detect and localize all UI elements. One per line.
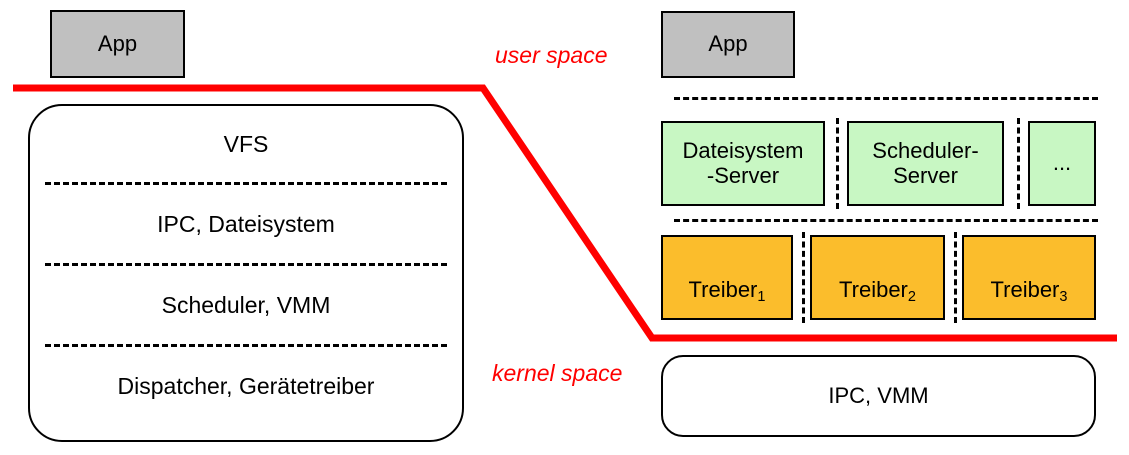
user-space-label: user space [495, 42, 608, 68]
driver-box-3-index: 3 [1059, 288, 1068, 305]
driver-box-1-label: Treiber1 [688, 276, 766, 305]
server-divider-1 [836, 118, 839, 209]
driver-divider-2 [954, 232, 957, 323]
server-box-more: ... [1028, 121, 1096, 206]
server-layer-top-divider [674, 97, 1098, 100]
kernel-layer-ipc-fs-label: IPC, Dateisystem [157, 210, 335, 237]
left-app-box: App [50, 10, 185, 78]
driver-box-1-index: 1 [757, 288, 766, 305]
kernel-layer-dispatcher-drivers-label: Dispatcher, Gerätetreiber [117, 372, 375, 399]
kernel-divider-3 [45, 344, 447, 347]
kernel-layer-vfs: VFS [28, 104, 464, 184]
driver-box-3: Treiber3 [962, 235, 1096, 320]
driver-box-2-label: Treiber2 [839, 276, 916, 305]
server-divider-2 [1017, 118, 1020, 209]
server-box-scheduler: Scheduler- Server [847, 121, 1004, 206]
right-app-box: App [661, 11, 795, 78]
server-box-filesystem: Dateisystem -Server [661, 121, 825, 206]
kernel-layer-vfs-label: VFS [223, 130, 269, 157]
kernel-layer-scheduler-vmm: Scheduler, VMM [28, 265, 464, 345]
kernel-layer-ipc-fs: IPC, Dateisystem [28, 184, 464, 264]
microkernel-box: IPC, VMM [661, 355, 1096, 437]
driver-box-1: Treiber1 [661, 235, 793, 320]
driver-box-2-index: 2 [907, 288, 916, 305]
kernel-space-label: kernel space [492, 360, 623, 386]
kernel-layer-dispatcher-drivers: Dispatcher, Gerätetreiber [28, 346, 464, 426]
driver-box-3-label: Treiber3 [990, 276, 1068, 305]
kernel-layer-scheduler-vmm-label: Scheduler, VMM [161, 291, 331, 318]
server-layer-bottom-divider [674, 219, 1098, 222]
driver-divider-1 [802, 232, 805, 323]
driver-box-2: Treiber2 [810, 235, 945, 320]
